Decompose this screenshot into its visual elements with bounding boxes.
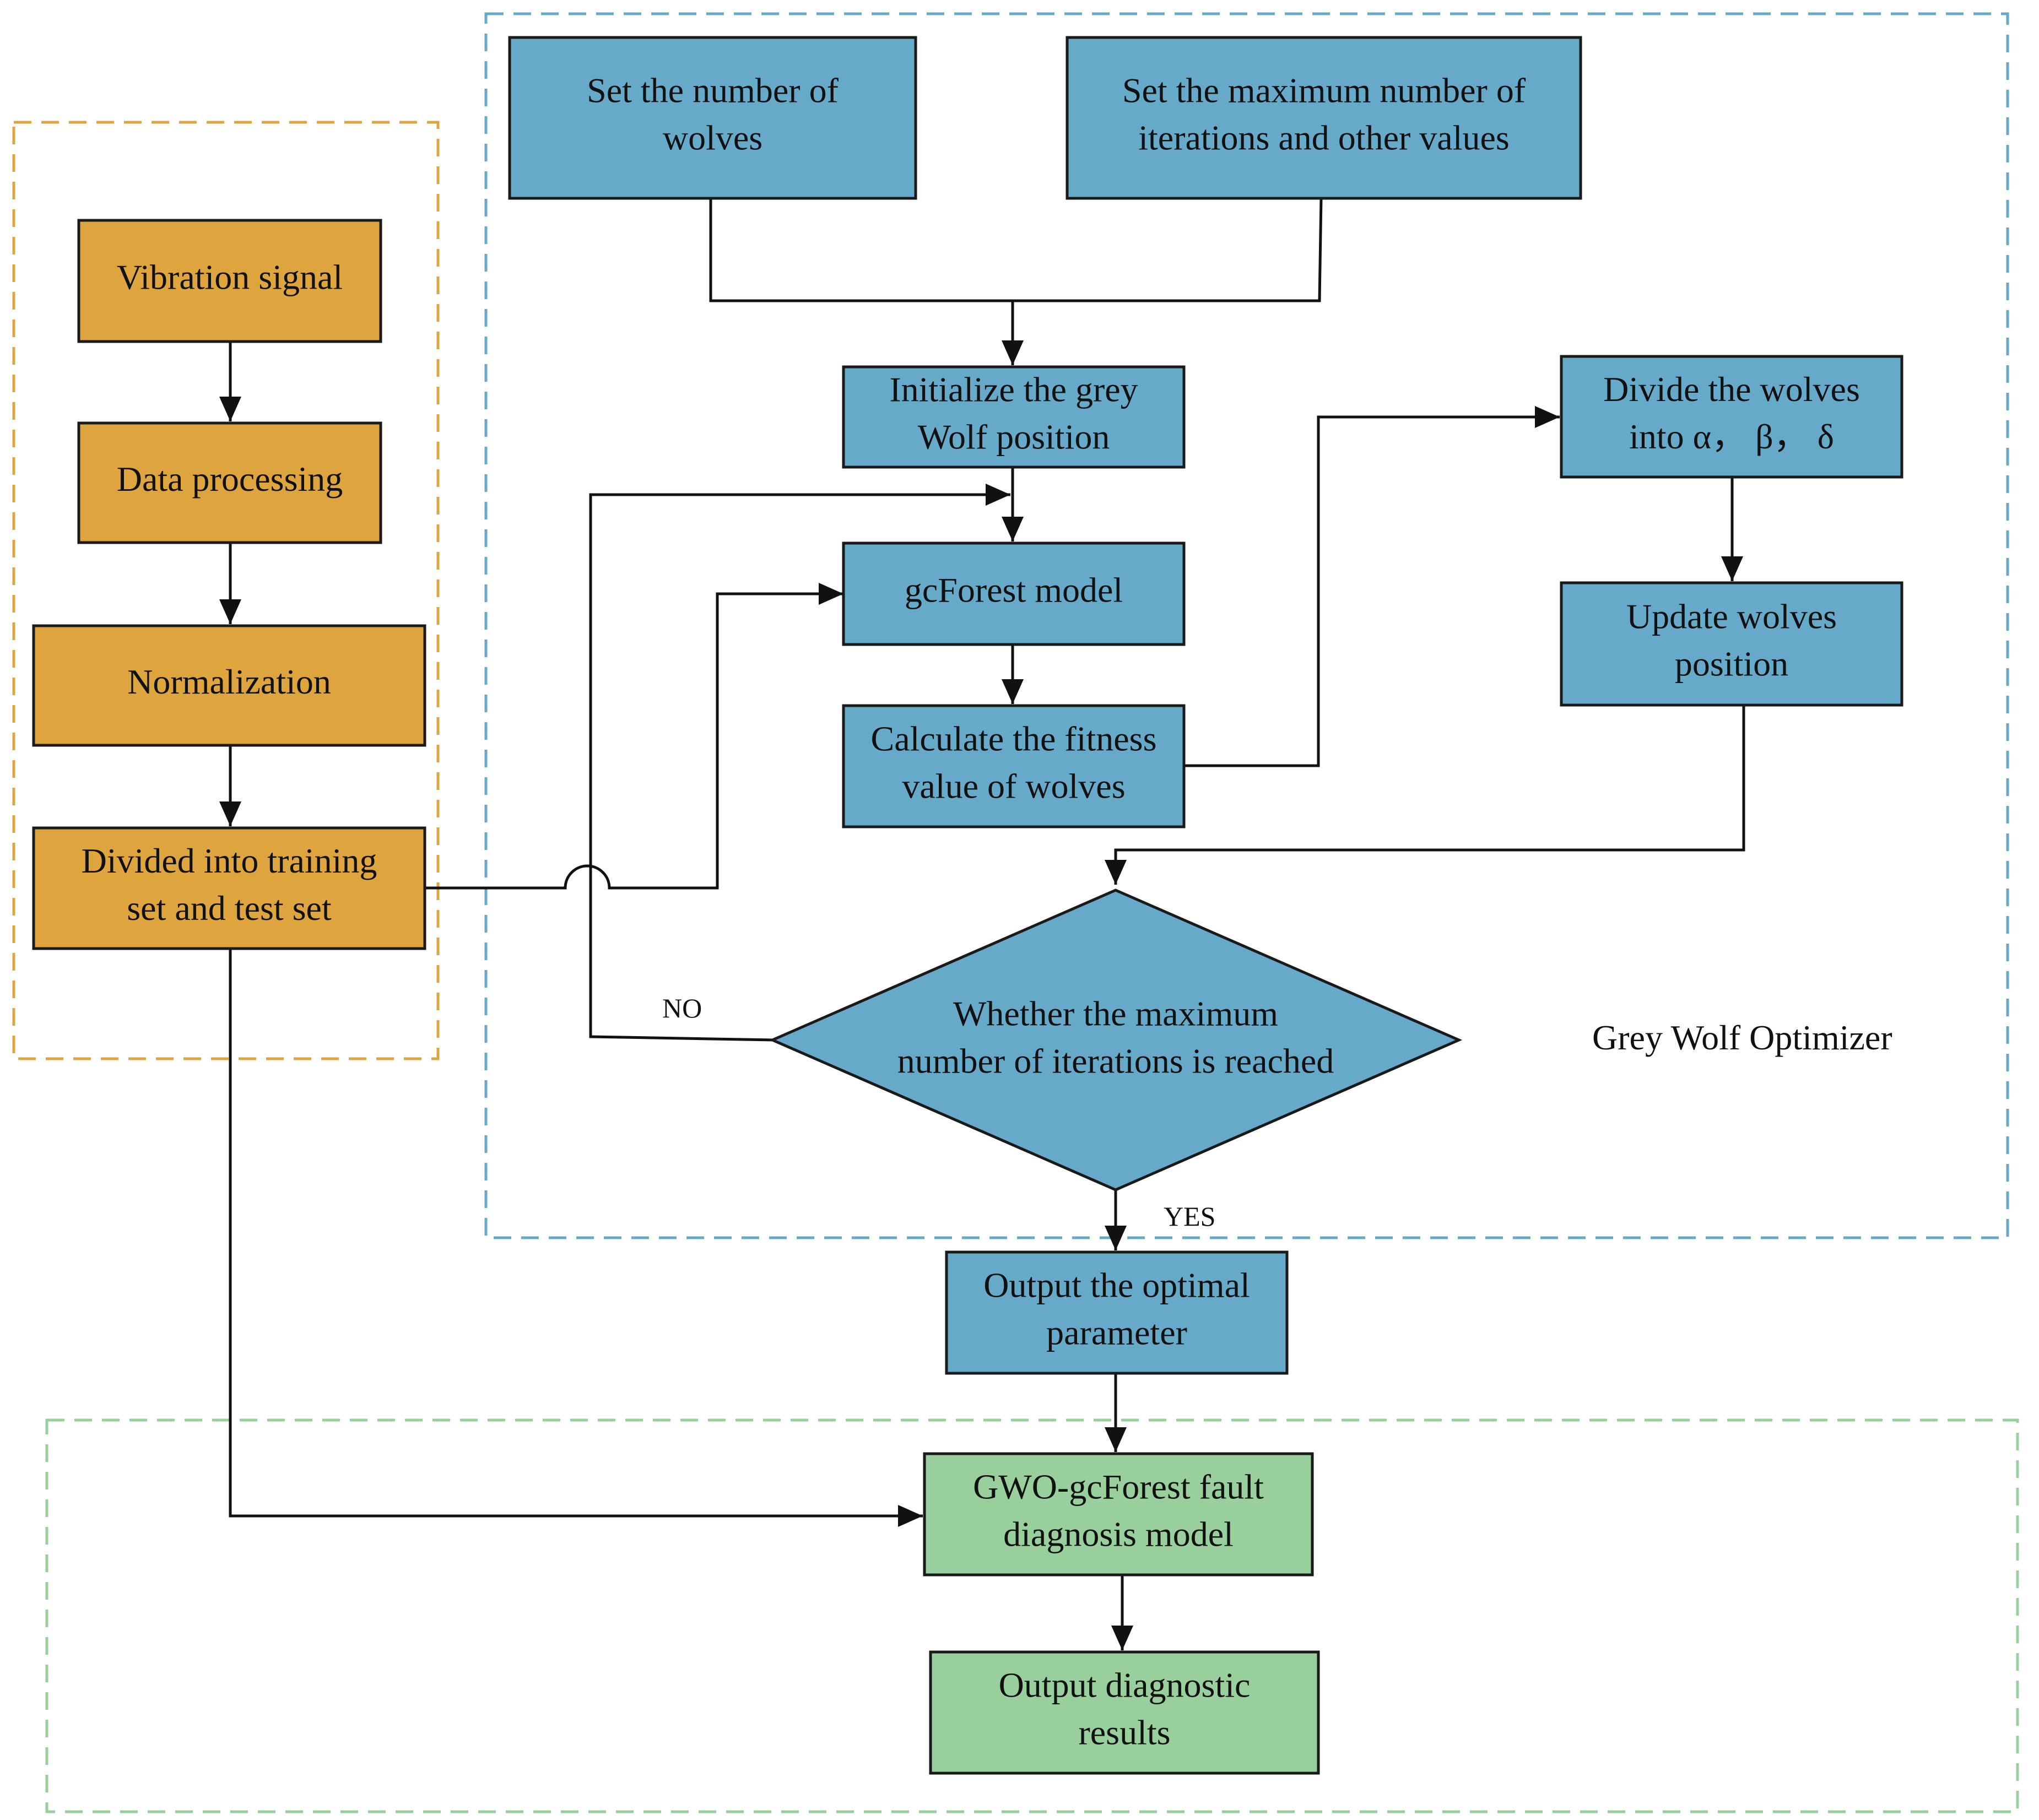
node-output-results-label-line-2: results	[1078, 1713, 1170, 1752]
node-divide-wolves-label-line-2: into α， β， δ	[1629, 417, 1834, 456]
node-update-position: Update wolves position	[1560, 581, 1903, 707]
edge-fitness-to-divide-wolves	[1183, 406, 1560, 767]
node-data-processing-box	[77, 421, 382, 544]
node-update-position-label-line-2: position	[1675, 644, 1788, 684]
node-update-position-box	[1560, 581, 1903, 707]
node-data-processing: Data processing	[77, 421, 382, 544]
node-gwo-gcforest: GWO-gcForest fault diagnosis model	[923, 1452, 1314, 1577]
node-normalization-label-line-1: Normalization	[127, 662, 331, 701]
gwo-region-label: Grey Wolf Optimizer	[1592, 1018, 1892, 1057]
node-output-param-label-line-1: Output the optimal	[983, 1266, 1250, 1305]
preprocessing-region	[12, 121, 440, 1060]
node-set-wolves: Set the number of wolves	[508, 36, 917, 200]
node-max-iter-decision-diamond	[769, 889, 1463, 1191]
edge-label-yes: YES	[1164, 1201, 1215, 1232]
node-init-position-label-line-2: Wolf position	[918, 418, 1110, 457]
node-calc-fitness-box	[842, 704, 1186, 828]
node-gwo-gcforest-label-line-1: GWO-gcForest fault	[973, 1467, 1264, 1507]
node-normalization: Normalization	[32, 624, 426, 747]
node-calc-fitness: Calculate the fitness value of wolves	[842, 704, 1186, 828]
node-calc-fitness-label-line-2: value of wolves	[902, 767, 1125, 806]
node-gwo-gcforest-label-line-2: diagnosis model	[1003, 1515, 1234, 1554]
node-set-wolves-label-line-2: wolves	[663, 118, 762, 158]
node-max-iter-decision-label-line-1: Whether the maximum	[953, 994, 1278, 1033]
node-set-wolves-box	[508, 36, 917, 200]
node-gcforest-model: gcForest model	[842, 541, 1186, 646]
node-output-results-label-line-1: Output diagnostic	[999, 1666, 1251, 1705]
node-set-iterations-box	[1066, 36, 1582, 200]
node-divide-sets-label-line-1: Divided into training	[82, 841, 377, 880]
node-normalization-box	[32, 624, 426, 747]
node-divide-sets: Divided into training set and test set	[32, 826, 426, 950]
node-set-iterations: Set the maximum number of iterations and …	[1066, 36, 1582, 200]
node-divide-wolves-label-line-1: Divide the wolves	[1603, 370, 1860, 409]
node-gcforest-model-box	[842, 541, 1186, 646]
node-divide-wolves: Divide the wolves into α， β， δ	[1560, 355, 1903, 479]
diagnosis-region	[45, 1418, 2019, 1813]
node-init-position-label-line-1: Initialize the grey	[889, 370, 1138, 409]
node-divide-sets-box	[32, 826, 426, 950]
node-divide-sets-label-line-2: set and test set	[127, 889, 332, 928]
edge-update-to-decision	[1105, 705, 1745, 885]
node-output-results-box	[929, 1650, 1320, 1775]
edge-divide-to-gwo-gcforest	[229, 949, 923, 1527]
node-max-iter-decision-label-line-2: number of iterations is reached	[897, 1042, 1334, 1081]
edge-label-no: NO	[662, 993, 702, 1023]
node-output-param-label-line-2: parameter	[1046, 1313, 1187, 1352]
node-gwo-gcforest-box	[923, 1452, 1314, 1577]
node-divide-wolves-box	[1560, 355, 1903, 479]
node-update-position-label-line-1: Update wolves	[1626, 597, 1837, 636]
node-data-processing-label-line-1: Data processing	[117, 459, 343, 499]
node-output-param: Output the optimal parameter	[945, 1250, 1289, 1375]
gwo-region	[484, 12, 2009, 1239]
node-init-position-box	[842, 365, 1186, 469]
node-vibration-signal-box	[77, 219, 382, 343]
node-vibration-signal: Vibration signal	[77, 219, 382, 343]
node-set-iterations-label-line-2: iterations and other values	[1138, 118, 1510, 158]
node-vibration-signal-label-line-1: Vibration signal	[117, 258, 343, 297]
node-gcforest-model-label-line-1: gcForest model	[905, 571, 1123, 610]
node-max-iter-decision: Whether the maximum number of iterations …	[769, 889, 1463, 1191]
node-set-wolves-label-line-1: Set the number of	[587, 71, 839, 110]
edge-decision-no-loop	[589, 484, 1010, 1042]
edge-set-wolves-merge	[709, 198, 1323, 302]
node-output-results: Output diagnostic results	[929, 1650, 1320, 1775]
node-calc-fitness-label-line-1: Calculate the fitness	[871, 719, 1157, 759]
edges	[219, 198, 1745, 1650]
node-output-param-box	[945, 1250, 1289, 1375]
node-set-iterations-label-line-1: Set the maximum number of	[1122, 71, 1526, 110]
